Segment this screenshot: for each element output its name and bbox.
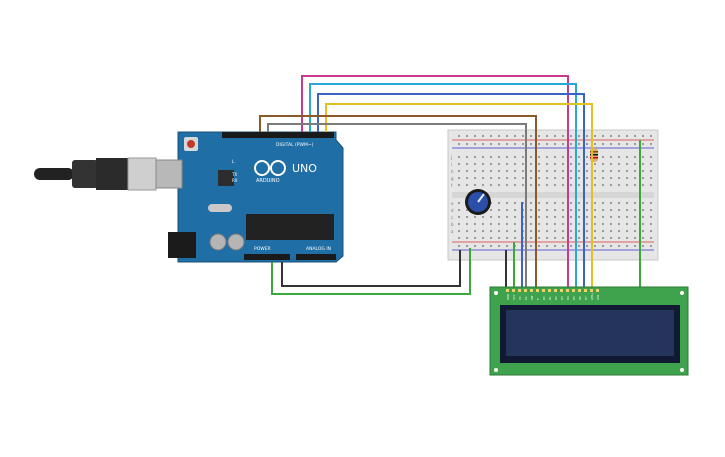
led-label: L <box>232 159 235 164</box>
lcd-pin-label: D2 <box>554 296 558 300</box>
tx-label: TX <box>231 172 237 177</box>
lcd-pin-label: VCC <box>512 294 516 300</box>
lcd-pin-label: RS <box>524 296 528 300</box>
lcd-pin-label: LED+ <box>590 293 594 300</box>
wire-black-ground <box>281 250 461 287</box>
lcd-pin-label: D0 <box>542 296 546 300</box>
lcd-pin <box>554 289 557 292</box>
lcd-pin-label: V0 <box>518 296 522 300</box>
analog-label: ANALOG IN <box>306 246 331 252</box>
lcd-pin-label: D4 <box>566 296 570 300</box>
wire-gray <box>267 123 527 290</box>
wire-magenta <box>301 75 569 290</box>
rx-label: RX <box>232 178 238 183</box>
power-jack <box>168 232 196 258</box>
atmega-chip <box>246 214 334 240</box>
row-letter: j <box>450 155 452 160</box>
lcd-pin-label: GND <box>506 294 510 300</box>
lcd-mounting-holes <box>494 291 684 372</box>
lcd-pin-label: RW <box>530 295 534 300</box>
analog-header <box>296 254 336 260</box>
row-letter: e <box>451 201 454 206</box>
power-header <box>244 254 290 260</box>
row-letter: c <box>451 215 453 220</box>
lcd-pin-label: D5 <box>572 296 576 300</box>
row-letter: f <box>451 183 453 188</box>
lcd-pin <box>590 289 593 292</box>
digital-header <box>222 132 334 138</box>
lcd-pin <box>560 289 563 292</box>
lcd-pin <box>512 289 515 292</box>
wires <box>259 75 641 295</box>
power-label: POWER <box>254 246 271 252</box>
lcd-pin <box>518 289 521 292</box>
lcd-pin <box>578 289 581 292</box>
row-letter: a <box>451 229 454 234</box>
arduino-logo-icon <box>254 160 286 176</box>
row-letter: h <box>451 169 454 174</box>
lcd-pin <box>584 289 587 292</box>
lcd-screen <box>506 310 674 356</box>
digital-label: DIGITAL (PWM~) <box>276 142 314 148</box>
wire-brown <box>259 115 537 290</box>
wire-yellow <box>325 103 593 290</box>
row-letter: b <box>451 222 454 227</box>
lcd-pin <box>530 289 533 292</box>
row-letter: d <box>451 208 454 213</box>
lcd-pin-label: D1 <box>548 296 552 300</box>
lcd-pin-label: D7 <box>584 296 588 300</box>
potentiometer[interactable] <box>465 189 491 215</box>
lcd-pin <box>524 289 527 292</box>
wire-blue <box>317 93 585 290</box>
lcd-pin <box>536 289 539 292</box>
lcd-pin <box>542 289 545 292</box>
lcd-pin <box>572 289 575 292</box>
arduino-brand: ARDUINO <box>256 178 280 184</box>
wire-green-power <box>271 248 471 295</box>
arduino-board[interactable]: ARDUINO UNO DIGITAL (PWM~) POWER ANALOG … <box>155 131 344 263</box>
lcd-pin-label: D6 <box>578 296 582 300</box>
row-letter: i <box>451 162 452 167</box>
lcd-pin-label: D3 <box>560 296 564 300</box>
usb-port <box>155 159 183 189</box>
lcd-pin <box>548 289 551 292</box>
lcd-pin <box>566 289 569 292</box>
usb-cable <box>34 157 157 191</box>
lcd-pin <box>596 289 599 292</box>
wire-cyan <box>309 83 577 290</box>
row-letter: g <box>451 176 454 181</box>
lcd-pin-label: LED- <box>596 294 600 300</box>
lcd-pin-label: E <box>536 298 540 300</box>
lcd-pin <box>506 289 509 292</box>
arduino-model: UNO <box>292 162 317 175</box>
